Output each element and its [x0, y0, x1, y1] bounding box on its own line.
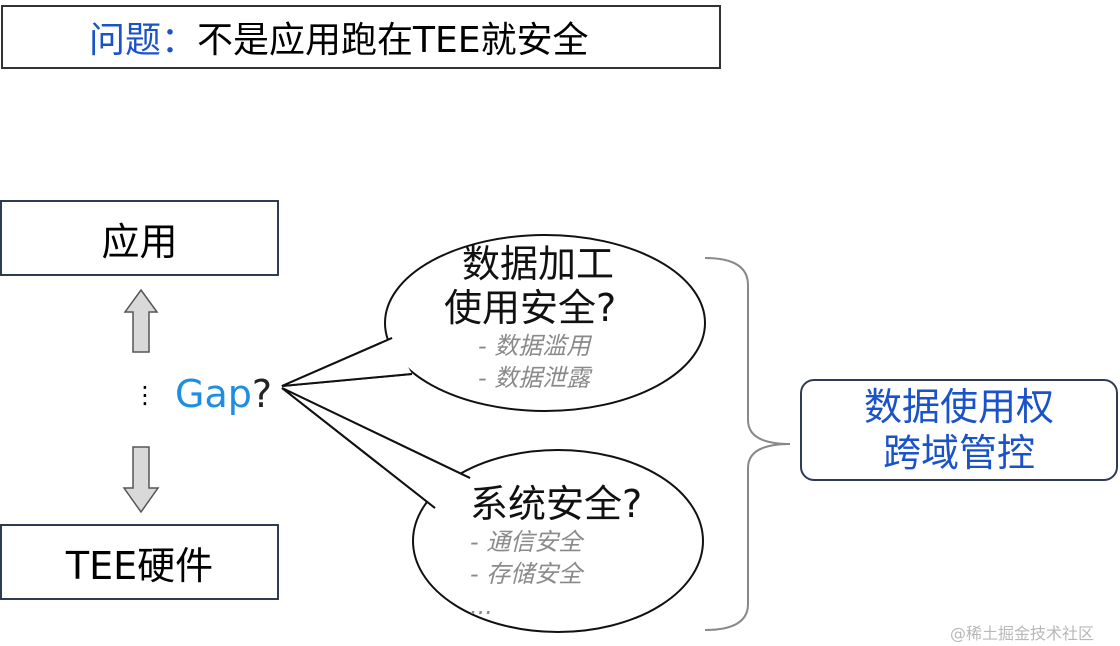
title-prefix: 问题：	[89, 20, 198, 61]
bubble2-sub3: ...	[470, 592, 493, 620]
result-line1: 数据使用权	[863, 385, 1054, 429]
gap-label: ⋮ Gap?	[133, 372, 272, 416]
bubble1-line1: 数据加工	[462, 242, 615, 286]
down-arrow-icon	[122, 446, 160, 514]
right-brace	[704, 257, 791, 631]
bubble1-sub1: - 数据滥用	[478, 332, 591, 360]
bubble1-line2: 使用安全?	[444, 286, 617, 330]
watermark: @稀土掘金技术社区	[950, 624, 1095, 643]
bubble-data-use-text: 数据加工 使用安全? - 数据滥用 - 数据泄露	[444, 242, 616, 394]
up-arrow-icon	[123, 288, 159, 353]
gap-text: Gap	[175, 372, 252, 416]
vertical-dots-icon: ⋮	[133, 381, 157, 409]
bubble2-sub2: - 存储安全	[470, 560, 583, 588]
title-text: 不是应用跑在TEE就安全	[197, 20, 589, 61]
bubble1-sub2: - 数据泄露	[478, 364, 591, 392]
bubble2-sub1: - 通信安全	[470, 528, 583, 556]
result-box: 数据使用权 跨域管控	[800, 379, 1118, 481]
bubble-data-use	[384, 234, 706, 412]
bubble2-line1: 系统安全?	[470, 482, 643, 526]
gap-question: ?	[251, 372, 273, 416]
tee-label: TEE硬件	[65, 543, 214, 588]
title-box: 问题： 不是应用跑在TEE就安全	[1, 5, 721, 69]
app-box: 应用	[0, 200, 279, 276]
tee-hardware-box: TEE硬件	[0, 524, 279, 600]
app-label: 应用	[101, 219, 178, 264]
bubble-system-text: 系统安全? - 通信安全 - 存储安全 ...	[470, 482, 642, 622]
bubble-system	[412, 449, 704, 633]
result-line2: 跨域管控	[882, 431, 1035, 475]
